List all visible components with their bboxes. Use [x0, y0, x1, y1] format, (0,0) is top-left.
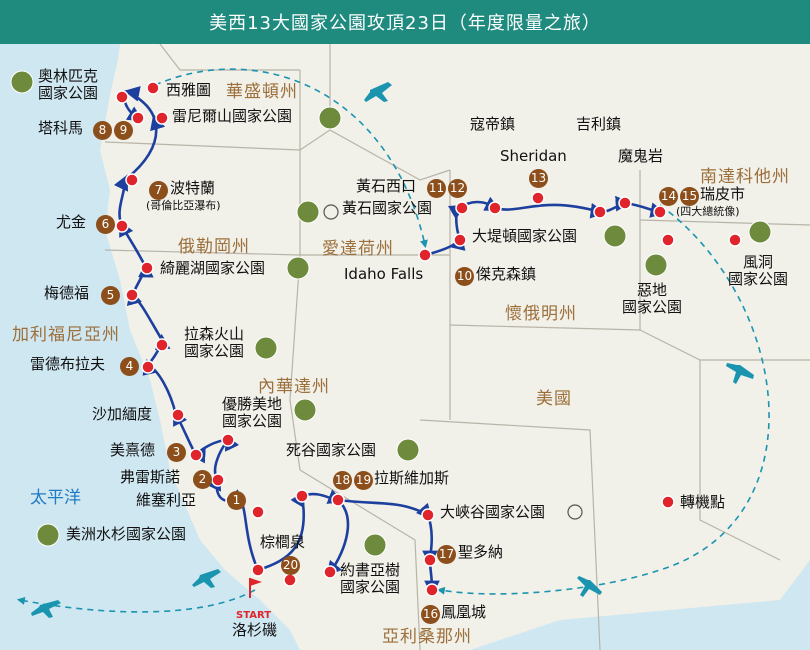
- stop-badge-10: 10: [455, 267, 474, 286]
- stop-badge-3: 3: [167, 443, 186, 462]
- place-fresno: 弗雷斯諾: [120, 468, 181, 486]
- stop-badge-18: 18: [333, 471, 352, 490]
- state-label-south-dakota: 南達科他州: [700, 167, 790, 187]
- place-sacramento: 沙加緬度: [92, 405, 153, 423]
- stop-badge-wrap-4: 4: [119, 356, 140, 376]
- place-columbia: (哥倫比亞瀑布): [146, 199, 221, 212]
- stop-badge-wrap-13: 13: [528, 168, 549, 188]
- country-label: 美國: [536, 389, 572, 409]
- stop-badge-16: 16: [421, 605, 440, 624]
- place-portland: 波特蘭: [170, 179, 216, 197]
- place-grand-canyon: 大峽谷國家公園: [440, 503, 546, 521]
- start-label: START: [236, 610, 272, 621]
- place-death-valley: 死谷國家公園: [286, 441, 377, 459]
- stop-badge-2: 2: [193, 470, 212, 489]
- place-wind-cave: 風洞 國家公園: [728, 253, 789, 289]
- place-olympic: 奧林匹克 國家公園: [38, 67, 99, 103]
- ocean-label: 太平洋: [30, 488, 81, 508]
- stop-badge-wrap-16: 16: [420, 604, 441, 624]
- place-joshua: 約書亞樹 國家公園: [340, 561, 401, 597]
- place-badlands: 惡地 國家公園: [622, 281, 683, 317]
- stop-badge-1: 1: [227, 491, 246, 510]
- place-redding: 雷德布拉夫: [30, 355, 106, 373]
- stop-badge-wrap-5: 5: [100, 285, 121, 305]
- state-label-nevada: 內華達州: [258, 377, 330, 397]
- place-merced: 美熹德: [110, 441, 156, 459]
- place-jackson: 傑克森鎮: [476, 265, 537, 283]
- state-label-oregon: 俄勒岡州: [178, 237, 250, 257]
- place-tacoma: 塔科馬: [38, 119, 84, 137]
- place-cody: 寇帝鎮: [470, 115, 516, 133]
- place-gillette: 吉利鎮: [576, 115, 622, 133]
- unesco-icon: [323, 204, 583, 520]
- place-los-angeles: 洛杉磯: [232, 621, 278, 639]
- city-markers: [115, 81, 742, 597]
- stop-badge-17: 17: [437, 545, 456, 564]
- place-rainier: 雷尼爾山國家公園: [172, 107, 293, 125]
- stop-badge-20: 20: [281, 556, 300, 575]
- state-label-wyoming: 懷俄明州: [505, 304, 577, 324]
- stop-badge-11: 11: [427, 179, 446, 198]
- stop-badge-4: 4: [120, 357, 139, 376]
- stop-badge-wrap-2: 2: [192, 469, 213, 489]
- stop-badge-wrap-20: 20: [280, 555, 301, 575]
- place-medford: 梅德福: [44, 284, 90, 302]
- place-visalia: 維塞利亞: [136, 491, 197, 509]
- place-phoenix: 鳳凰城: [441, 603, 487, 621]
- start-flag-icon: [249, 578, 262, 598]
- place-devils-tower: 魔鬼岩: [618, 147, 664, 165]
- place-transfer: 轉機點: [680, 493, 726, 511]
- stop-badge-wrap-17: 17: [436, 544, 457, 564]
- place-rapid-city: 瑞皮市: [700, 185, 746, 203]
- land-area: [100, 44, 810, 650]
- place-palm-springs: 棕櫚泉: [260, 533, 306, 551]
- stop-badge-wrap-6: 6: [95, 214, 116, 234]
- stop-badge-5: 5: [101, 286, 120, 305]
- flight-paths: [16, 68, 770, 613]
- place-grand-teton: 大堤頓國家公園: [472, 227, 578, 245]
- place-sheridan: Sheridan: [500, 147, 567, 165]
- state-label-washington: 華盛頓州: [226, 82, 298, 102]
- national-park-icon: [10, 70, 772, 557]
- stop-badge-13: 13: [529, 169, 548, 188]
- stop-badge-14: 14: [659, 187, 678, 206]
- state-label-arizona: 亞利桑那州: [382, 627, 472, 647]
- airplane-icon: [31, 82, 754, 618]
- stop-badge-15: 15: [680, 187, 699, 206]
- place-idaho-falls: Idaho Falls: [344, 265, 424, 283]
- stop-badge-19: 19: [354, 471, 373, 490]
- stop-badge-9: 9: [114, 121, 133, 140]
- place-crater: 綺麗湖國家公園: [160, 259, 266, 277]
- place-las-vegas: 拉斯維加斯: [374, 469, 450, 487]
- place-yosemite: 優勝美地 國家公園: [222, 395, 283, 431]
- state-label-utah: 愛達荷州: [322, 239, 394, 259]
- stop-badge-wrap-7: 7: [148, 180, 169, 200]
- stop-badge-wrap-1: 1: [226, 490, 247, 510]
- stop-badge-wrap-10: 10: [454, 266, 475, 286]
- place-west-yellowstone: 黃石西口: [356, 177, 417, 195]
- state-label-california: 加利福尼亞州: [12, 325, 120, 345]
- stop-badge-8: 8: [93, 121, 112, 140]
- place-eugene: 尤金: [56, 213, 87, 231]
- stop-badge-7: 7: [149, 181, 168, 200]
- stop-badge-6: 6: [96, 215, 115, 234]
- place-sequoia: 美洲水杉國家公園: [66, 525, 187, 543]
- place-yellowstone: 黃石國家公園: [342, 199, 433, 217]
- place-lassen: 拉森火山 國家公園: [184, 325, 245, 361]
- place-rushmore: (四大總統像): [676, 205, 740, 218]
- stop-badge-wrap-3: 3: [166, 442, 187, 462]
- place-sedona: 聖多納: [458, 543, 504, 561]
- stop-badge-12: 12: [448, 179, 467, 198]
- place-seattle: 西雅圖: [166, 81, 212, 99]
- map-title: 美西13大國家公園攻頂23日（年度限量之旅）: [0, 0, 810, 44]
